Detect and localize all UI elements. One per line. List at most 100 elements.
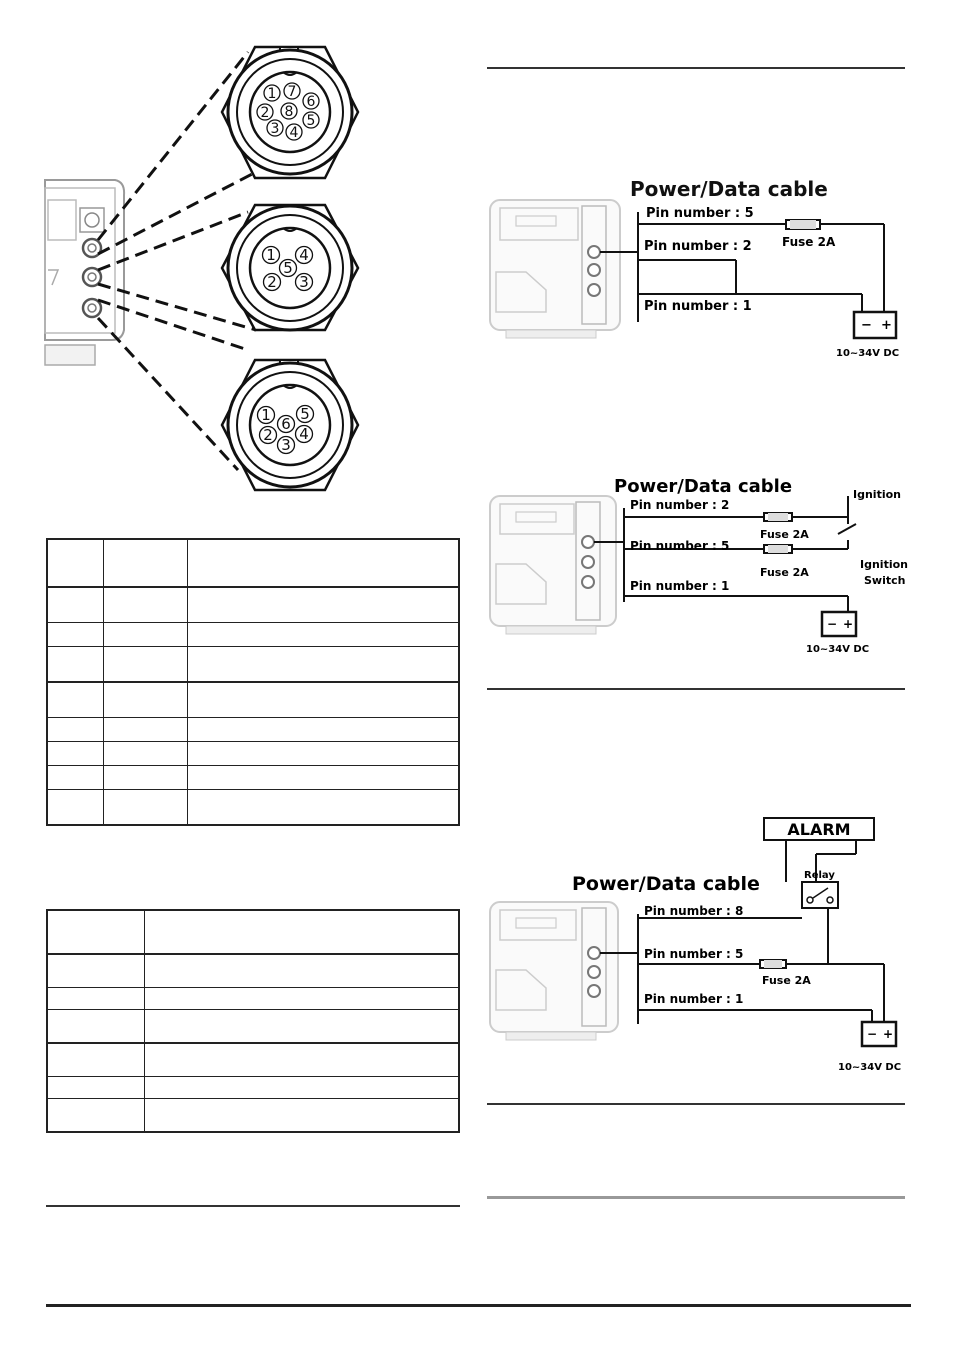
wires: [600, 840, 885, 1024]
svg-text:6: 6: [307, 94, 316, 110]
table-cell: [46, 538, 104, 588]
pin-1: 1: [256, 405, 276, 425]
svg-text:7: 7: [288, 84, 297, 100]
relay-symbol: Relay: [801, 870, 839, 909]
pin-4: 4: [294, 424, 314, 444]
wires: [594, 496, 857, 612]
pin-3: 3: [266, 119, 284, 137]
port-middle: [81, 266, 103, 288]
pin-label-1: Pin number : 1: [644, 299, 752, 314]
svg-text:+: +: [883, 1027, 893, 1041]
svg-text:3: 3: [281, 436, 291, 454]
pin-5: 5: [278, 258, 298, 278]
svg-text:4: 4: [299, 246, 309, 264]
pin-8: 8: [280, 102, 298, 120]
divider: [487, 67, 905, 69]
pin-label-8: Pin number : 8: [644, 904, 743, 918]
divider: [46, 1205, 460, 1207]
fuse-symbol: [763, 512, 793, 522]
fuse-symbol: [785, 219, 821, 230]
connector-middle-5pin: [220, 203, 360, 332]
pin-3: 3: [276, 435, 296, 455]
pin-label-2: Pin number : 2: [644, 239, 752, 254]
fuse-label: Fuse 2A: [760, 566, 809, 579]
connector-top-8pin: [220, 45, 360, 180]
fuse-symbol: [759, 959, 787, 969]
svg-text:6: 6: [281, 415, 291, 433]
pin-3: 3: [294, 272, 314, 292]
table-cell: [102, 538, 188, 588]
svg-text:2: 2: [261, 105, 270, 121]
pin-2: 2: [258, 425, 278, 445]
fuse-label: Fuse 2A: [782, 235, 836, 249]
voltage-label: 10~34V DC: [838, 1062, 901, 1073]
device-front-view: [489, 901, 619, 1041]
svg-text:4: 4: [290, 125, 299, 141]
ignition-switch-label: Switch: [864, 574, 905, 587]
svg-text:1: 1: [261, 406, 271, 424]
svg-text:3: 3: [271, 121, 280, 137]
diagram-title: Power/Data cable: [630, 177, 828, 201]
dashed-leader-lines: [96, 51, 257, 472]
svg-text:5: 5: [300, 405, 310, 423]
svg-text:8: 8: [285, 104, 294, 120]
pin-2: 2: [256, 103, 274, 121]
voltage-label: 10~34V DC: [836, 348, 899, 359]
svg-text:+: +: [843, 617, 853, 631]
pin-2: 2: [262, 272, 282, 292]
connector-illustration: 1 7 6 2 8 5 3 4 1 4 5 2 3 1 5 6 2 4 3: [44, 45, 360, 492]
pin-label-5: Pin number : 5: [630, 539, 729, 553]
svg-text:−: −: [827, 617, 837, 631]
battery-symbol: − +: [820, 610, 858, 638]
svg-text:2: 2: [263, 426, 273, 444]
diagram-title: Power/Data cable: [572, 873, 760, 895]
pin-6: 6: [276, 414, 296, 434]
pin-table-6pin: [46, 909, 460, 1133]
divider: [487, 1103, 905, 1105]
svg-text:1: 1: [266, 246, 276, 264]
alarm-label: ALARM: [787, 820, 850, 839]
device-ports: [81, 237, 103, 319]
pin-label-5: Pin number : 5: [646, 206, 754, 221]
wires: [600, 212, 885, 322]
ignition-switch-label: Ignition: [860, 558, 908, 571]
device-front-view: [489, 199, 621, 339]
wiring-diagram-ignition: − + Power/Data cable Pin number : 2 Pin …: [489, 476, 908, 655]
pin-label-1: Pin number : 1: [630, 579, 729, 593]
ignition-label: Ignition: [853, 488, 901, 501]
wiring-diagram-power: − + Power/Data cable Pin number : 5 Pin …: [489, 177, 899, 359]
wiring-diagram-alarm: ALARM Relay − + Power/Data cable Pin num…: [489, 817, 901, 1073]
voltage-label: 10~34V DC: [806, 644, 869, 655]
connector-bottom-6pin: [220, 358, 360, 492]
divider: [487, 688, 905, 690]
fuse-symbol: [763, 544, 793, 554]
pin-5: 5: [302, 111, 320, 129]
relay-label: Relay: [804, 870, 835, 881]
fuse-label: Fuse 2A: [762, 974, 811, 987]
pin-1: 1: [263, 84, 281, 102]
device-front-view: [489, 495, 617, 635]
device-side-view: [44, 179, 126, 366]
svg-text:4: 4: [299, 425, 309, 443]
fuse-label: Fuse 2A: [760, 528, 809, 541]
battery-symbol: − +: [852, 310, 898, 340]
pin-label-2: Pin number : 2: [630, 498, 729, 512]
svg-text:5: 5: [307, 113, 316, 129]
alarm-box: ALARM: [763, 817, 875, 841]
pin-6: 6: [302, 92, 320, 110]
divider: [487, 1196, 905, 1199]
svg-text:2: 2: [267, 273, 277, 291]
port-bottom: [81, 297, 103, 319]
table-cell: [186, 538, 460, 588]
svg-text:1: 1: [268, 86, 277, 102]
port-top: [81, 237, 103, 259]
svg-text:−: −: [867, 1027, 877, 1041]
battery-symbol: − +: [860, 1020, 898, 1048]
svg-text:3: 3: [299, 273, 309, 291]
footer-rule: [46, 1304, 911, 1307]
pin-1: 1: [261, 245, 281, 265]
pin-4: 4: [285, 123, 303, 141]
svg-text:−: −: [861, 318, 872, 333]
svg-text:5: 5: [283, 259, 293, 277]
pin-label-5: Pin number : 5: [644, 947, 743, 961]
